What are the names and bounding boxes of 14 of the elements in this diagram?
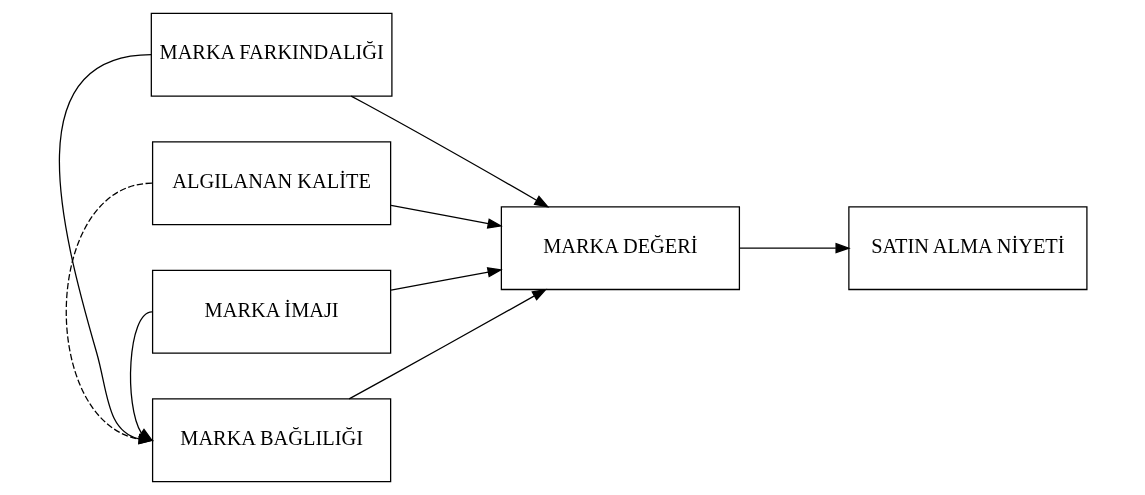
node-box: SATIN ALMA NİYETİ bbox=[847, 206, 1088, 291]
arrow bbox=[348, 288, 547, 400]
arrow bbox=[65, 182, 154, 445]
arrow bbox=[58, 54, 154, 445]
arrow bbox=[738, 242, 851, 254]
node-box: ALGILANAN KALİTE bbox=[151, 141, 391, 226]
node-box: MARKA FARKINDALIĞI bbox=[150, 12, 393, 97]
arrow bbox=[389, 267, 503, 291]
arrow bbox=[129, 311, 154, 442]
node-box: MARKA BAĞLILIĞI bbox=[151, 398, 391, 483]
arrow bbox=[389, 204, 503, 229]
node-box: MARKA DEĞERİ bbox=[500, 206, 740, 291]
node-box: MARKA İMAJI bbox=[151, 269, 391, 354]
arrow bbox=[350, 95, 549, 208]
